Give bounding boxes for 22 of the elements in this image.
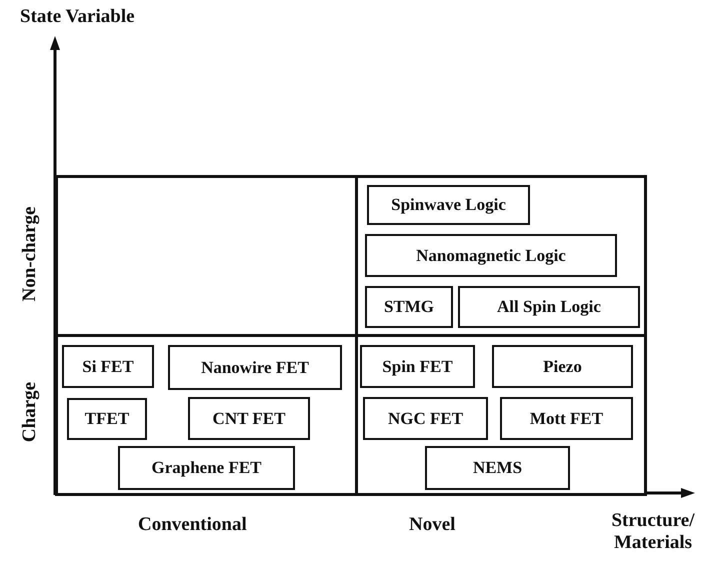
device-box: All Spin Logic — [458, 286, 640, 328]
device-box: CNT FET — [188, 397, 310, 440]
quadrant-panel — [355, 175, 647, 337]
device-box: Piezo — [492, 345, 633, 388]
axis-label: State Variable — [20, 6, 135, 28]
device-box: Spin FET — [360, 345, 475, 388]
quadrant-panel — [355, 334, 647, 496]
axis-label: Charge — [19, 382, 41, 442]
device-box: Nanomagnetic Logic — [365, 234, 617, 277]
device-box: Mott FET — [500, 397, 633, 440]
axis-label: Conventional — [138, 514, 247, 536]
axis-label: Novel — [409, 514, 456, 536]
axis-label: Structure/ Materials — [610, 510, 696, 554]
device-box: NEMS — [425, 446, 570, 490]
device-box: Si FET — [62, 345, 154, 388]
device-box: Graphene FET — [118, 446, 295, 490]
device-box: Spinwave Logic — [367, 185, 530, 225]
axis-label: Non-charge — [19, 206, 41, 302]
device-box: Nanowire FET — [168, 345, 342, 390]
device-box: STMG — [365, 286, 453, 328]
device-box: TFET — [67, 398, 147, 440]
device-box: NGC FET — [363, 397, 488, 440]
